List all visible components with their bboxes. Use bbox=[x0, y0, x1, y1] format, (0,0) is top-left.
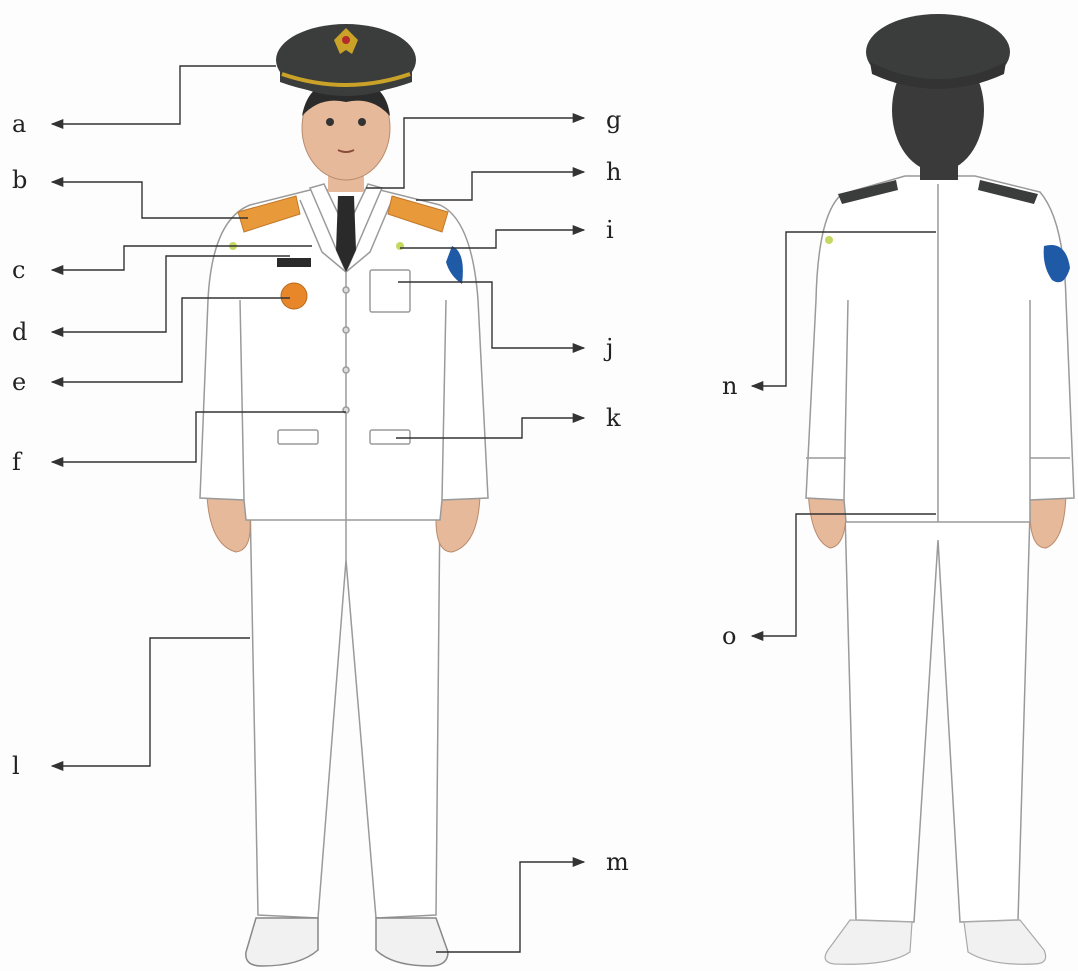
leader-k bbox=[396, 412, 586, 439]
label-h: h bbox=[606, 158, 622, 186]
label-c: c bbox=[12, 256, 26, 284]
front-shoes bbox=[245, 917, 449, 967]
front-uniform-figure bbox=[199, 24, 489, 967]
front-name-tag bbox=[277, 258, 311, 267]
leader-e bbox=[50, 297, 290, 388]
leader-m bbox=[436, 856, 586, 953]
front-epaulettes bbox=[237, 195, 449, 233]
leader-j bbox=[398, 281, 586, 354]
front-hands bbox=[206, 495, 481, 553]
label-k: k bbox=[606, 404, 621, 432]
label-b: b bbox=[12, 166, 28, 194]
front-shoulder-patch bbox=[446, 246, 463, 284]
front-tie bbox=[336, 196, 356, 272]
label-f: f bbox=[12, 448, 21, 476]
label-o: o bbox=[722, 622, 737, 650]
label-e: e bbox=[12, 368, 27, 396]
back-uniform-figure bbox=[805, 14, 1075, 965]
label-a: a bbox=[12, 110, 27, 138]
eagle-emblem-icon bbox=[334, 28, 358, 54]
leader-lines bbox=[50, 65, 936, 953]
back-shoes bbox=[824, 919, 1047, 965]
leader-h bbox=[416, 166, 586, 201]
label-m: m bbox=[606, 848, 629, 876]
leader-g bbox=[366, 112, 586, 189]
label-n: n bbox=[722, 372, 738, 400]
front-trousers bbox=[249, 499, 441, 919]
leader-o bbox=[750, 513, 936, 642]
leader-l bbox=[50, 637, 250, 772]
back-shoulder-patch bbox=[1043, 244, 1070, 283]
front-badge bbox=[280, 282, 308, 310]
front-cap bbox=[276, 24, 416, 96]
label-j: j bbox=[606, 334, 614, 362]
leader-c bbox=[50, 245, 312, 276]
leader-i bbox=[400, 224, 586, 249]
leader-f bbox=[50, 411, 346, 468]
leader-b bbox=[50, 176, 248, 219]
label-i: i bbox=[606, 216, 614, 244]
back-hands bbox=[807, 487, 1067, 549]
back-trousers bbox=[844, 511, 1031, 923]
back-cap bbox=[866, 14, 1010, 90]
leader-n bbox=[750, 231, 936, 392]
leader-a bbox=[50, 65, 276, 130]
label-d: d bbox=[12, 318, 28, 346]
back-epaulettes bbox=[838, 180, 1038, 204]
label-l: l bbox=[12, 752, 20, 780]
label-g: g bbox=[606, 106, 622, 134]
leader-d bbox=[50, 255, 290, 338]
back-jacket bbox=[805, 175, 1075, 523]
